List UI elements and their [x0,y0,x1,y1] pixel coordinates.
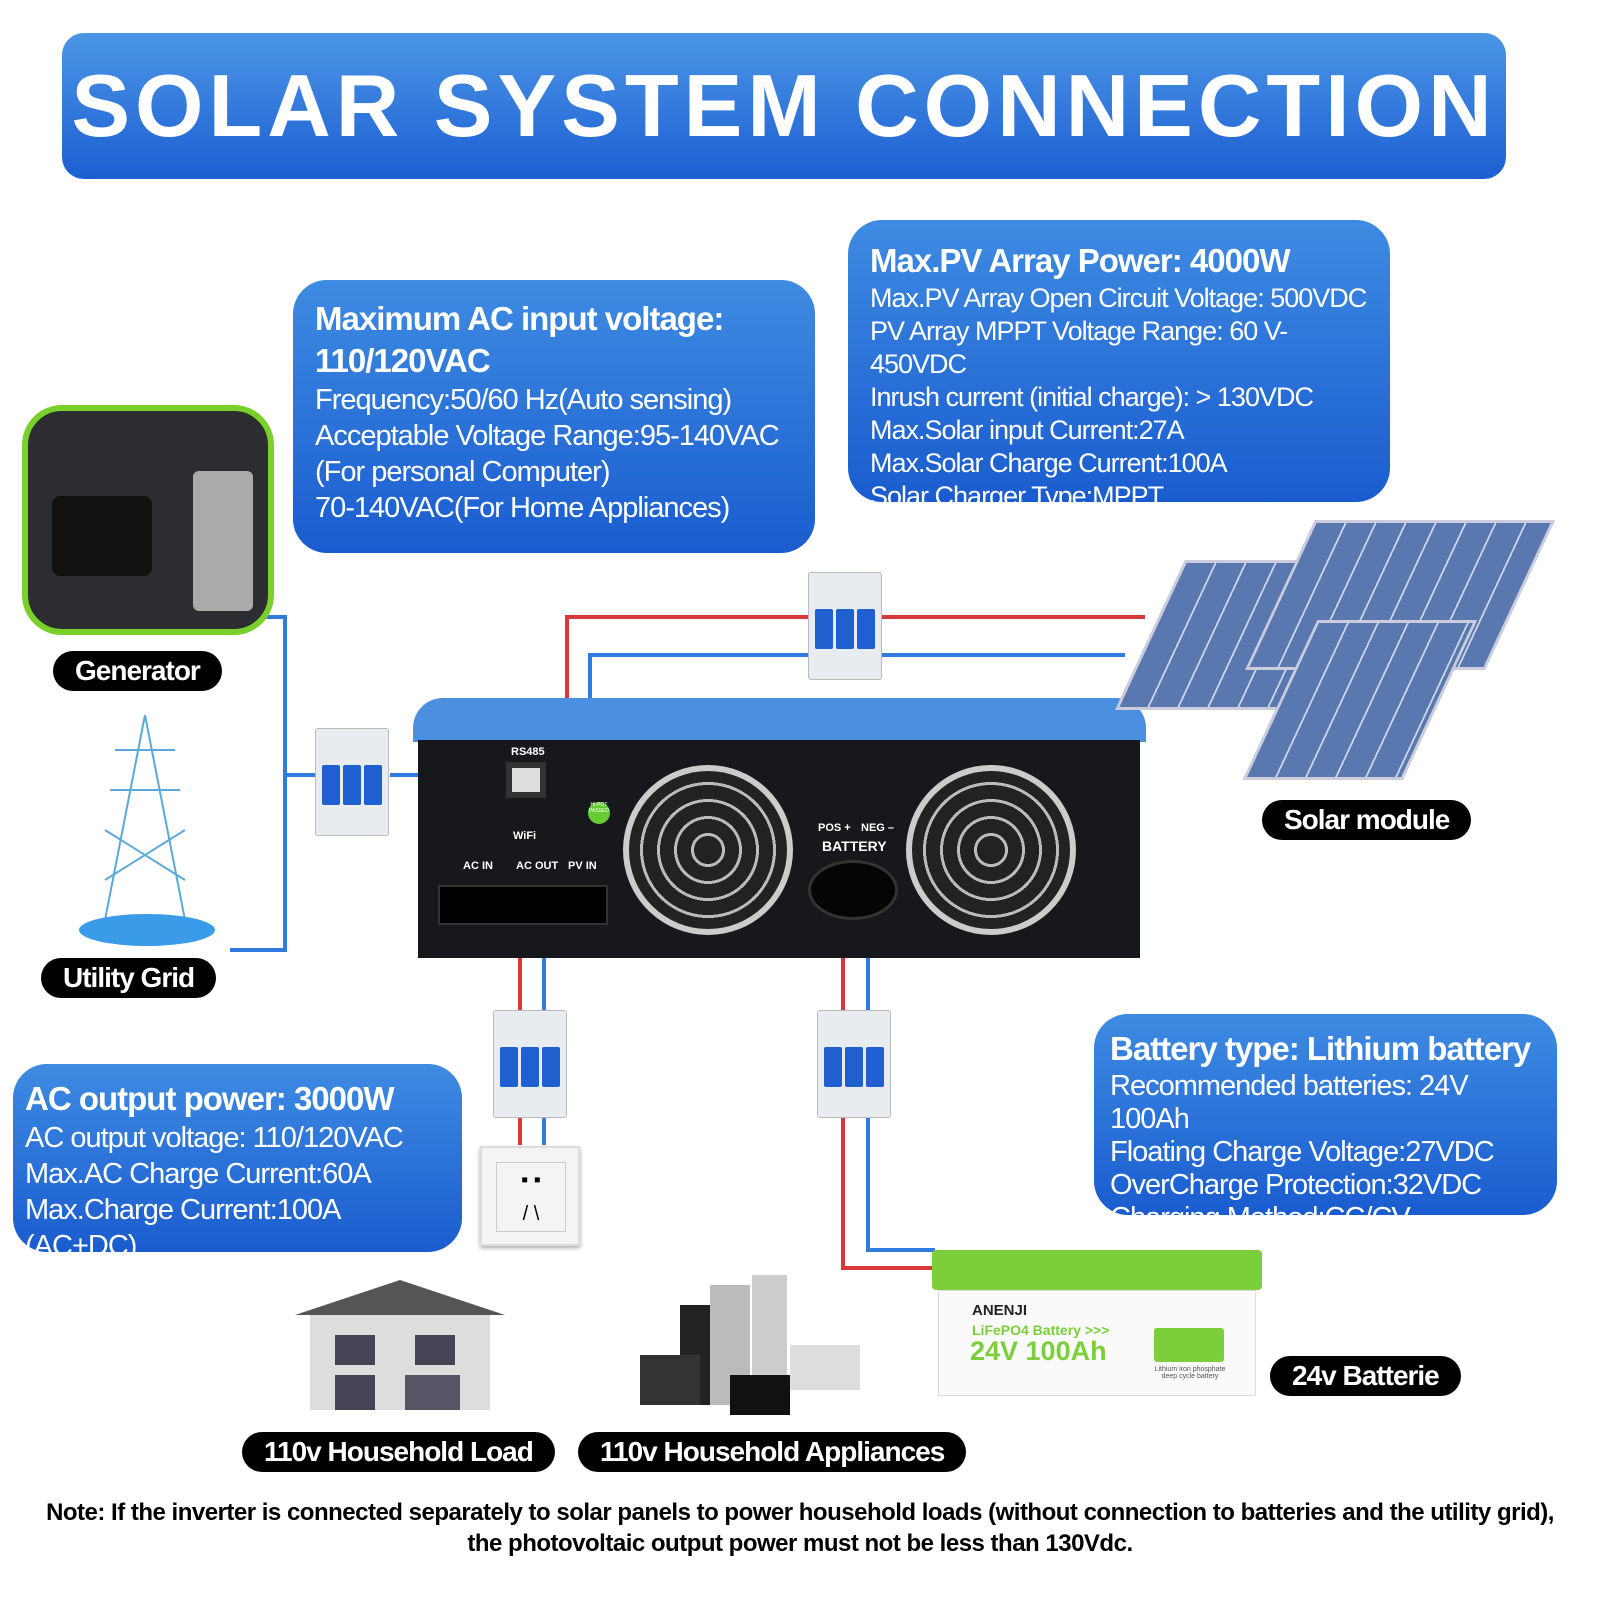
solar-module-label: Solar module [1262,800,1472,840]
spec-line: Max.PV Array Open Circuit Voltage: 500VD… [870,283,1367,313]
spec-line: Max.AC Charge Current:60A [25,1158,372,1190]
spec-line: 70-140VAC(For Home Appliances) [315,492,730,524]
utility-tower-image [79,714,215,946]
ac-input-voltage: 110/120VAC [315,342,491,379]
spec-line: Floating Charge Voltage:27VDC [1110,1136,1495,1168]
house-image [295,1280,505,1410]
spec-line: AC output voltage: 110/120VAC [25,1122,404,1154]
spec-line: Charging Method:CC/CV [1110,1202,1411,1234]
battery-subtitle: Lithium iron phosphate deep cycle batter… [1154,1366,1226,1380]
pv-in-label: PV IN [568,860,597,872]
ac-in-label: AC IN [463,860,493,872]
battery-breaker [817,1010,891,1118]
inverter: RS485 WiFi HI-POT PASSED AC IN AC OUT PV… [418,740,1140,958]
rs485-label: RS485 [511,746,545,758]
generator-label: Generator [53,651,222,691]
wifi-label: WiFi [513,830,537,842]
note-line: Note: If the inverter is connected separ… [46,1499,1554,1526]
battery-charge-icon [1154,1328,1224,1362]
spec-line: PV Array MPPT Voltage Range: 60 V-450VDC [870,316,1288,379]
spec-line: Frequency:50/60 Hz(Auto sensing) [315,384,732,416]
battery-brand: ANENJI [972,1302,1028,1319]
battery-heading: Battery type: Lithium battery [1110,1030,1531,1067]
battery-image: ANENJI LiFePO4 Battery >>> 24V 100Ah Lit… [932,1240,1262,1398]
spec-line: Inrush current (initial charge): > 130VD… [870,382,1314,412]
spec-line: Solar Charger Type:MPPT [870,481,1164,511]
spec-line: Max.Charge Current:100A (AC+DC) [25,1194,340,1262]
pv-breaker [808,572,882,680]
battery-capacity: 24V 100Ah [970,1336,1107,1366]
spec-line: Acceptable Voltage Range:95-140VAC [315,420,780,452]
ac-out-label: AC OUT [516,860,559,872]
battery-port [808,860,898,920]
spec-line: (For personal Computer) [315,456,611,488]
cooling-fan-left [623,765,793,935]
appliances-image [640,1275,860,1415]
hipot-sticker: HI-POT PASSED [588,802,610,824]
generator-image [22,405,274,635]
battery-port-label: BATTERY [822,838,887,854]
battery-pos-label: POS + [818,822,851,834]
rs485-port[interactable] [506,762,546,798]
ac-output-heading: AC output power: 3000W [25,1080,395,1117]
ac-input-specs: Maximum AC input voltage: 110/120VAC Fre… [293,280,815,553]
grid-breaker [315,728,389,836]
ac-output-specs: AC output power: 3000W AC output voltage… [13,1064,462,1262]
ac-out-breaker [493,1010,567,1118]
spec-line: Max.Solar Charge Current:100A [870,448,1228,478]
spec-line: Recommended batteries: 24V 100Ah [1110,1070,1469,1135]
household-load-label: 110v Household Load [242,1432,555,1472]
household-appliances-label: 110v Household Appliances [578,1432,967,1472]
battery-label: 24v Batterie [1270,1356,1461,1396]
title-banner: SOLAR SYSTEM CONNECTION [62,33,1506,179]
utility-grid-label: Utility Grid [41,958,217,998]
spec-line: OverCharge Protection:32VDC [1110,1169,1482,1201]
wall-outlet: ▪ ▪/ \ [480,1146,580,1246]
page-title: SOLAR SYSTEM CONNECTION [71,56,1497,155]
generator-grid-wire [230,615,287,952]
cooling-fan-right [906,765,1076,935]
pv-heading: Max.PV Array Power: 4000W [870,242,1290,279]
footnote: Note: If the inverter is connected separ… [0,1497,1600,1559]
terminal-block [438,885,608,925]
spec-line: Max.Solar input Current:27A [870,415,1185,445]
inverter-top-cover [413,698,1146,742]
battery-specs: Battery type: Lithium battery Recommende… [1094,1014,1557,1234]
pv-specs: Max.PV Array Power: 4000W Max.PV Array O… [848,220,1390,511]
note-line: the photovoltaic output power must not b… [467,1530,1133,1557]
battery-neg-label: NEG – [861,822,895,834]
battery-type: LiFePO4 Battery >>> [972,1322,1110,1338]
ac-input-heading: Maximum AC input voltage: [315,300,724,337]
